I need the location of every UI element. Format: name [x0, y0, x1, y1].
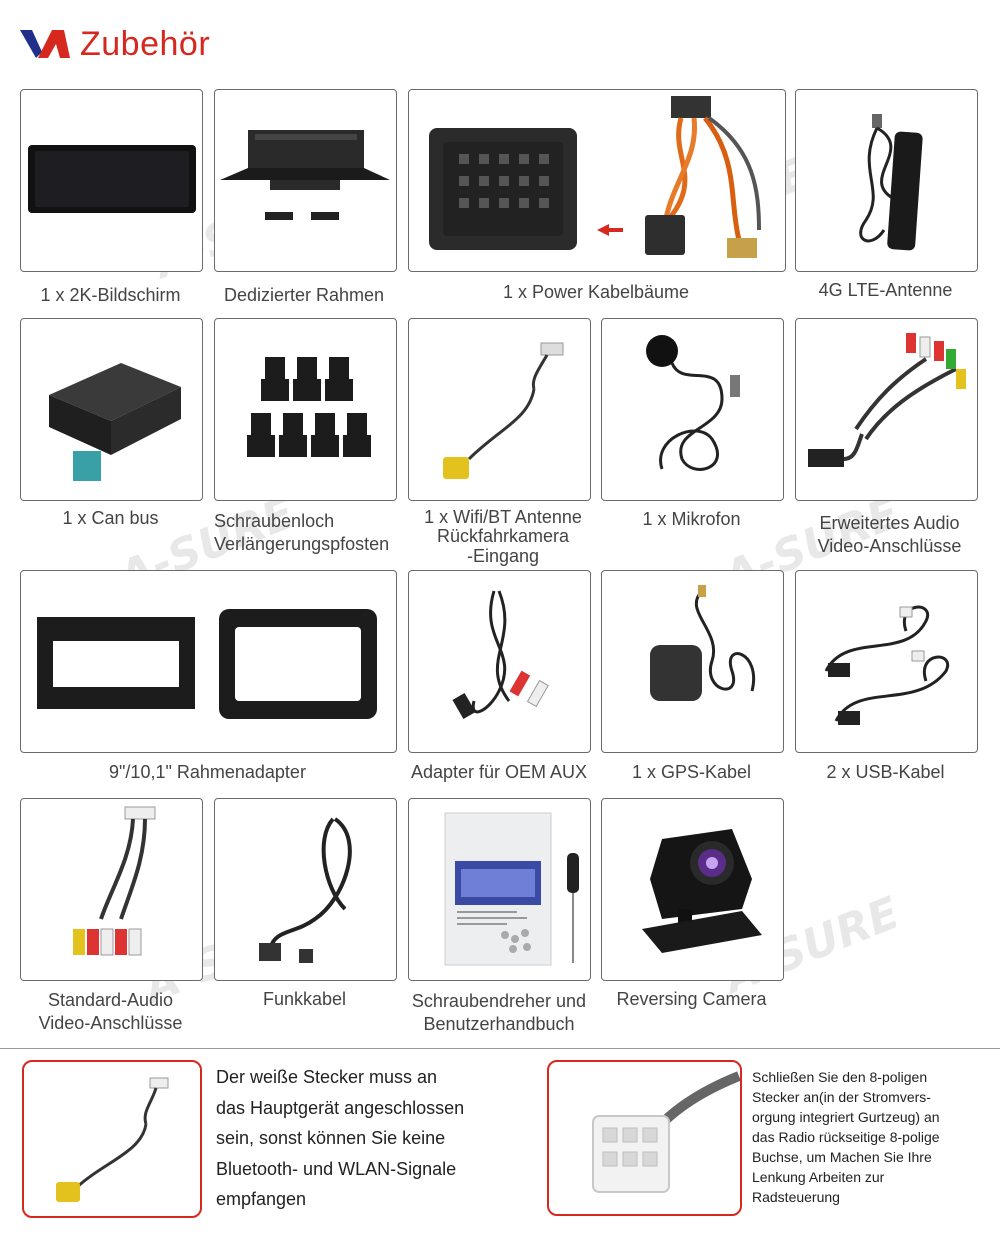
caption-screw-posts-2: Verlängerungspfosten [214, 534, 390, 554]
caption-canbus-box: 1 x Can bus [62, 508, 159, 528]
note-line: Stecker an(in der Stromvers- [752, 1089, 931, 1105]
note-white-plug-text: Der weiße Stecker muss an das Hauptgerät… [216, 1062, 526, 1215]
standard-av-cable-icon [73, 806, 156, 956]
item-lte-antenna [795, 89, 978, 272]
caption-radio-cable: Funkkabel [262, 989, 347, 1009]
caption-mounting-frame: Dedizierter Rahmen [223, 285, 385, 305]
caption-reversing-camera: Reversing Camera [616, 989, 767, 1009]
caption-wifi-bt-2: Rückfahrkamera [436, 526, 570, 546]
item-frame-adapter [20, 570, 397, 753]
item-wifi-bt-antenna [408, 318, 591, 501]
item-standard-av-cable [20, 798, 203, 981]
white-plug-cable-icon [56, 1077, 169, 1202]
note-line: Bluetooth- und WLAN-Signale [216, 1158, 457, 1179]
caption-lte-antenna: 4G LTE-Antenne [818, 280, 953, 300]
note-line: empfangen [216, 1189, 307, 1209]
item-microphone [601, 318, 784, 501]
item-usb-cables [795, 570, 978, 753]
lte-antenna-icon [859, 114, 923, 251]
caption-standard-av-2: Video-Anschlüsse [38, 1013, 183, 1033]
item-gps-antenna [601, 570, 784, 753]
page-header: Zubehör [18, 22, 210, 66]
caption-standard-av-1: Standard-Audio [47, 990, 174, 1010]
caption-screwdriver-2: Benutzerhandbuch [423, 1014, 575, 1034]
caption-microphone: 1 x Mikrofon [642, 509, 741, 529]
frame-adapter-icon [37, 609, 377, 719]
canbus-box-icon [49, 363, 181, 481]
item-mounting-frame [214, 89, 397, 272]
item-screw-posts [214, 318, 397, 501]
section-divider [0, 1048, 1000, 1049]
note-eight-pin-image [547, 1060, 742, 1216]
item-canbus-box [20, 318, 203, 501]
item-display-screen [20, 89, 203, 272]
item-radio-cable [214, 798, 397, 981]
caption-screw-posts-1: Schraubenloch [214, 511, 335, 531]
caption-wifi-bt-3: -Eingang [466, 546, 540, 566]
page-title: Zubehör [80, 24, 211, 63]
item-power-harness [408, 89, 786, 272]
note-line: sein, sonst können Sie keine [216, 1128, 446, 1148]
caption-frame-adapter: 9"/10,1" Rahmenadapter [109, 762, 306, 782]
screw-posts-icon [247, 357, 371, 457]
note-eight-pin-text: Schließen Sie den 8-poligen Stecker an(i… [752, 1067, 992, 1207]
screwdriver-manual-icon [444, 812, 579, 966]
caption-extended-av-1: Erweitertes Audio [819, 513, 960, 533]
caption-aux-adapter: Adapter für OEM AUX [410, 762, 588, 782]
eight-pin-connector-icon [592, 1071, 740, 1193]
radio-cable-icon [259, 817, 352, 963]
note-line: das Radio rückseitige 8-polige [752, 1129, 940, 1145]
note-line: Radsteuerung [752, 1189, 840, 1205]
mounting-frame-icon [220, 130, 390, 220]
caption-power-harness: 1 x Power Kabelbäume [502, 282, 690, 302]
display-screen-icon [28, 145, 196, 213]
caption-display-screen: 1 x 2K-Bildschirm [40, 285, 181, 305]
item-screwdriver-manual [408, 798, 591, 981]
note-line: orgung integriert Gurtzeug) an [752, 1109, 940, 1125]
power-harness-icon [429, 96, 761, 258]
item-reversing-camera [601, 798, 784, 981]
extended-av-cable-icon [808, 333, 966, 467]
gps-antenna-icon [650, 585, 756, 701]
item-aux-adapter [408, 570, 591, 753]
note-line: Schließen Sie den 8-poligen [752, 1069, 928, 1085]
caption-gps-antenna: 1 x GPS-Kabel [631, 762, 752, 782]
caption-wifi-bt-1: 1 x Wifi/BT Antenne [424, 507, 582, 527]
note-line: Lenkung Arbeiten zur [752, 1169, 885, 1185]
brand-logo-icon [20, 30, 70, 58]
microphone-icon [646, 335, 740, 471]
note-white-plug-image [22, 1060, 202, 1218]
reversing-camera-icon [642, 829, 762, 953]
note-line: das Hauptgerät angeschlossen [216, 1097, 465, 1118]
note-line: Der weiße Stecker muss an [216, 1067, 438, 1087]
aux-adapter-icon [452, 590, 549, 720]
item-extended-av-cable [795, 318, 978, 501]
wifi-bt-antenna-icon [443, 342, 564, 479]
caption-screwdriver-1: Schraubendreher und [411, 991, 587, 1011]
note-line: Buchse, um Machen Sie Ihre [752, 1149, 932, 1165]
caption-extended-av-2: Video-Anschlüsse [817, 536, 962, 556]
caption-usb-cables: 2 x USB-Kabel [826, 762, 945, 782]
usb-cables-icon [824, 605, 950, 725]
